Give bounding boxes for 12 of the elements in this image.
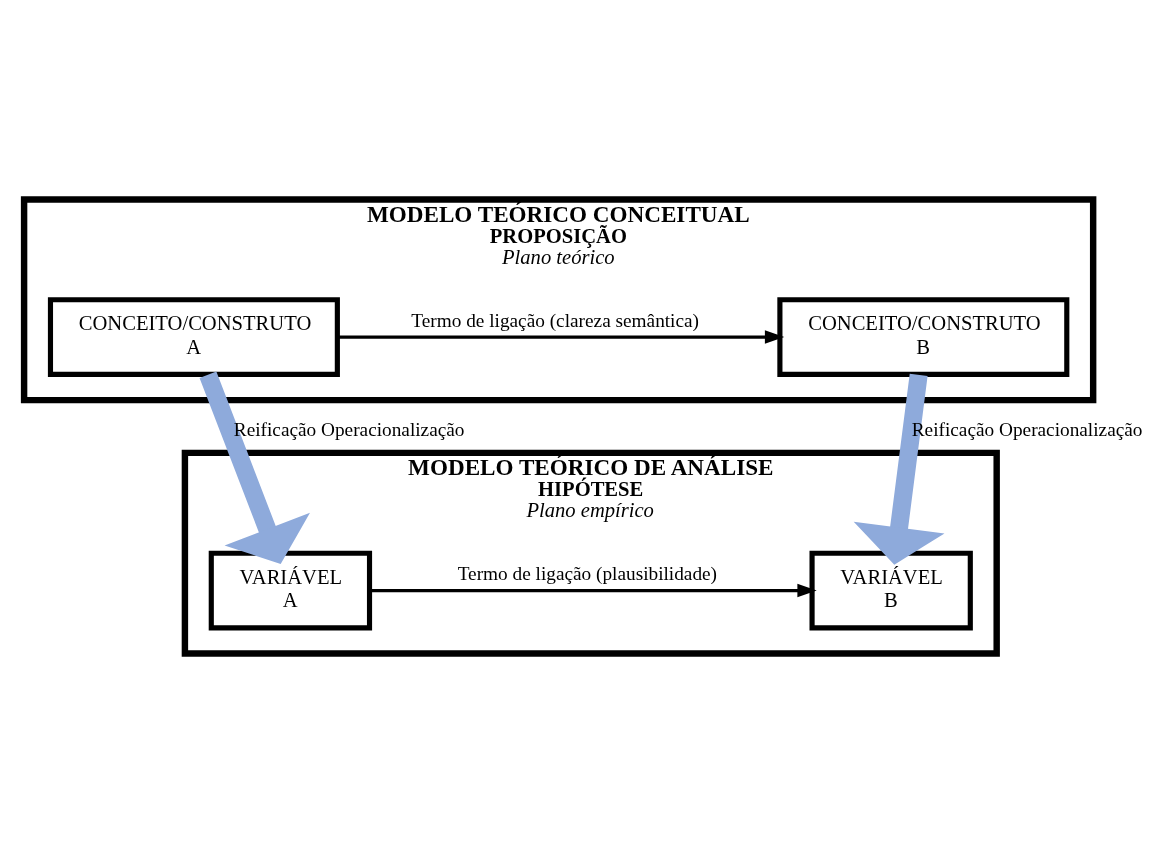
- edge-label: Termo de ligação (clareza semântica): [411, 309, 700, 331]
- arrow: [369, 583, 817, 597]
- edge-label: Termo de ligação (plausibilidade): [457, 562, 718, 584]
- node-box: CONCEITO/CONSTRUTO A: [47, 296, 340, 377]
- arrow: [337, 329, 785, 344]
- edge-label: Reificação Operacionalização: [911, 418, 1143, 440]
- node-box: CONCEITO/CONSTRUTO B: [777, 296, 1070, 377]
- node-box: VARIÁVEL B: [809, 550, 973, 630]
- node-box: VARIÁVEL A: [208, 550, 373, 630]
- arrow: [199, 371, 310, 564]
- edge-label: Reificação Operacionalização: [233, 418, 465, 440]
- arrow: [853, 373, 945, 565]
